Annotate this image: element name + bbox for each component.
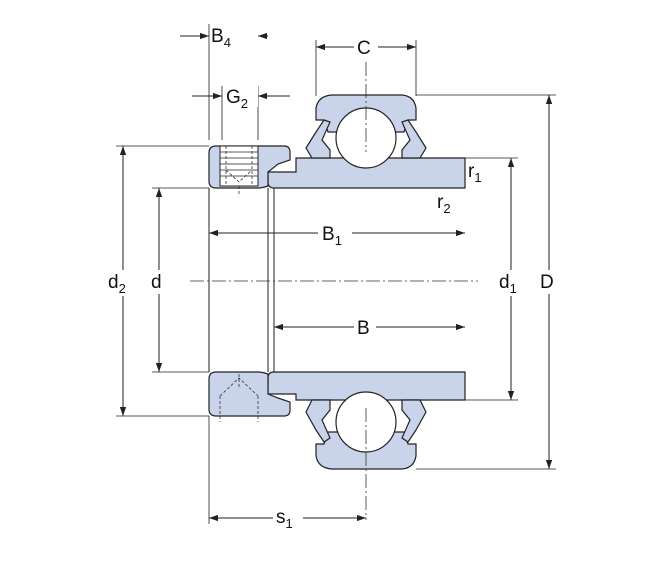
dimension-labels: B4 G2 C r1 r2 B1 B d2 d d1 D s1 [106, 22, 560, 532]
label-r1: r1 [468, 161, 482, 185]
label-b1: B1 [322, 224, 342, 248]
label-g2: G2 [226, 87, 248, 111]
label-d2: d2 [108, 272, 126, 296]
label-d1: d1 [499, 272, 517, 296]
seal-lower-right [401, 399, 427, 443]
bore-outline [208, 188, 275, 372]
lower-section [208, 371, 466, 470]
seal-lower-left [305, 399, 331, 443]
seal-upper-right [401, 119, 427, 159]
locking-collar-lower [208, 371, 291, 417]
label-s1: s1 [276, 507, 293, 531]
label-d: d [151, 272, 162, 293]
label-c: C [357, 38, 371, 59]
label-b: B [357, 318, 370, 339]
label-D: D [540, 272, 554, 293]
label-b4: B4 [211, 26, 231, 50]
upper-section [208, 94, 466, 196]
centerlines [190, 62, 478, 520]
seal-upper-left [305, 119, 331, 159]
label-r2: r2 [437, 192, 451, 216]
